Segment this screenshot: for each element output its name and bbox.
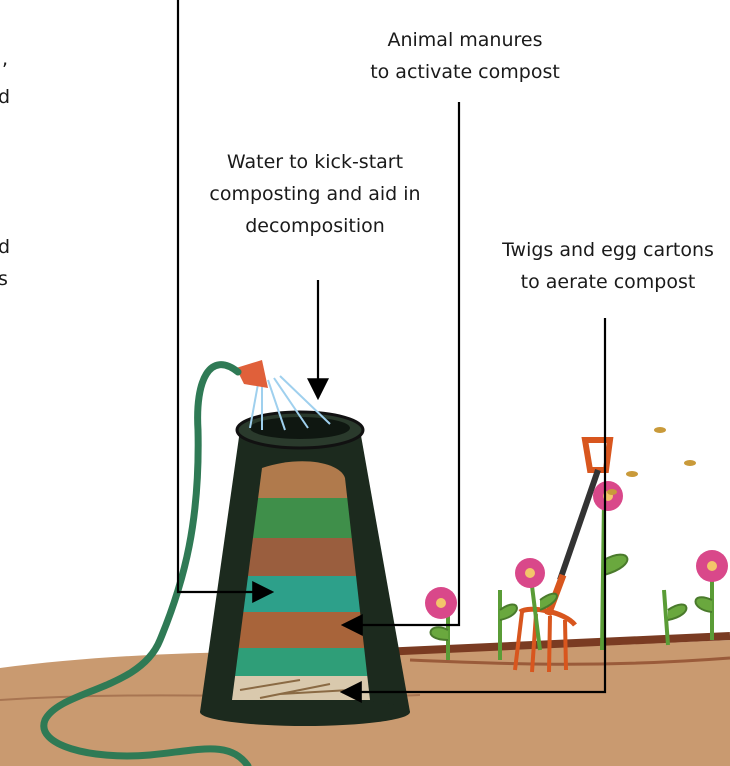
bees <box>607 427 696 495</box>
cut-text-a: , <box>2 42 8 76</box>
water-label-line1: Water to kick-start <box>185 146 445 178</box>
cut-text-d: s <box>0 262 8 296</box>
cut-text-c: d <box>0 230 10 264</box>
cut-text-b: d <box>0 80 10 114</box>
twigs-label-line1: Twigs and egg cartons <box>486 234 730 266</box>
water-label-line2: composting and aid in <box>185 178 445 210</box>
manures-label-line1: Animal manures <box>345 24 585 56</box>
flowers <box>425 481 728 660</box>
manures-label: Animal manures to activate compost <box>345 24 585 88</box>
water-label-line3: decomposition <box>185 210 445 242</box>
water-label: Water to kick-start composting and aid i… <box>185 146 445 242</box>
compost-bin <box>200 412 410 726</box>
twigs-label: Twigs and egg cartons to aerate compost <box>486 234 730 298</box>
twigs-label-line2: to aerate compost <box>486 266 730 298</box>
manures-label-line2: to activate compost <box>345 56 585 88</box>
garden-fork <box>515 440 610 672</box>
layer-green-2 <box>220 648 390 676</box>
